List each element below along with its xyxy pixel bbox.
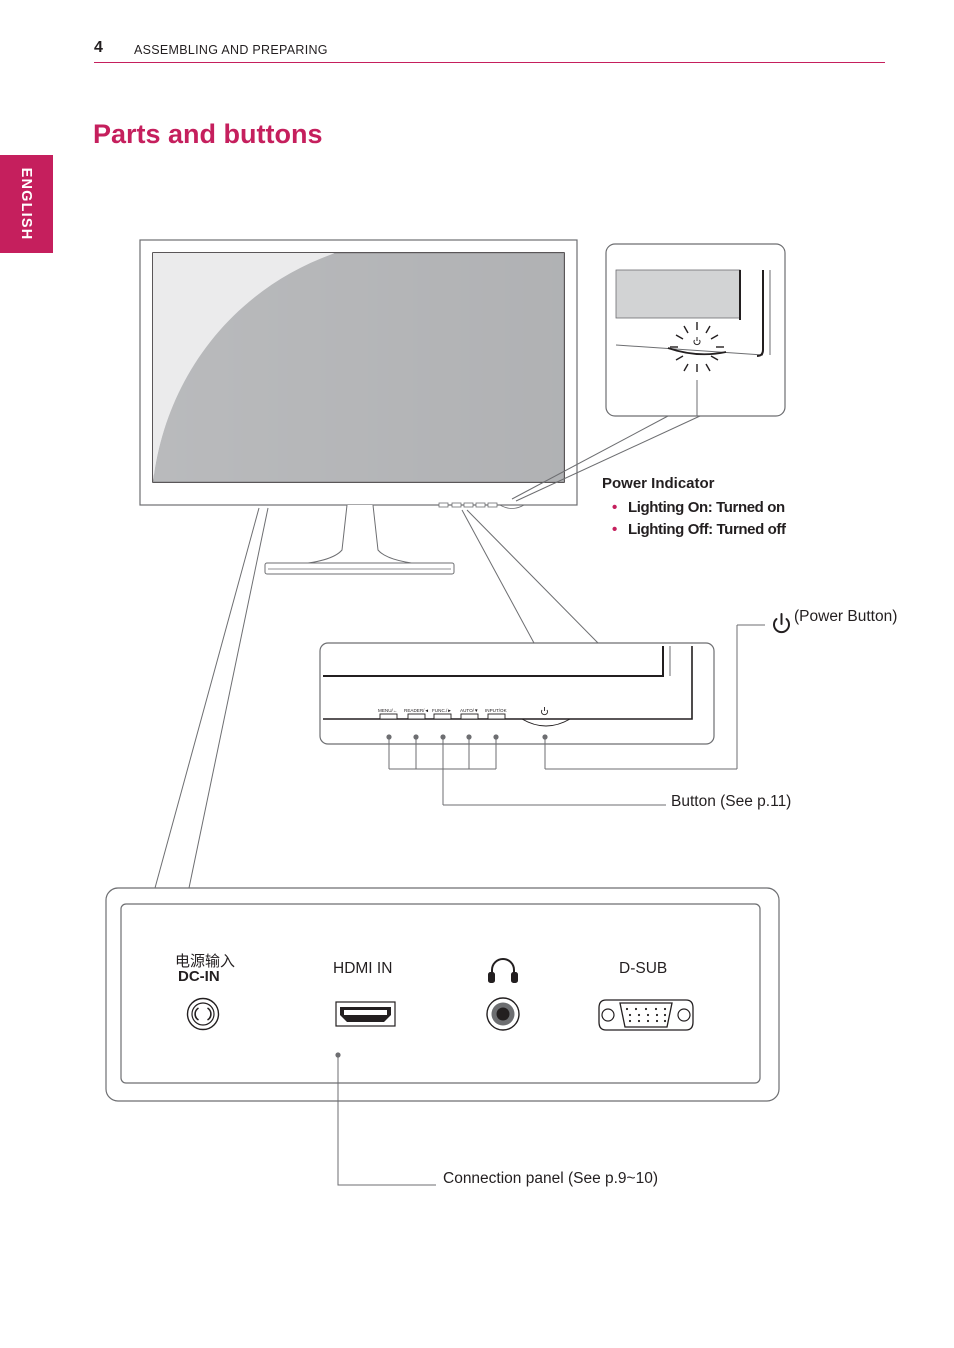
page-number: 4 xyxy=(94,39,103,56)
dsub-label: D-SUB xyxy=(619,960,668,977)
bullet-icon: • xyxy=(612,521,617,538)
list-item: • Lighting On: Turned on xyxy=(612,497,786,519)
list-item: • Lighting Off: Turned off xyxy=(612,519,786,541)
front-button-labels: MENU/← READER/◄ FUNC./► AUTO/▼ INPUT/OK xyxy=(378,708,508,713)
hdmi-port xyxy=(335,1001,396,1027)
monitor-front xyxy=(139,239,578,575)
power-indicator-title: Power Indicator xyxy=(602,475,715,492)
header-divider xyxy=(94,62,885,63)
power-indicator-icon xyxy=(693,337,701,346)
connection-panel-zoom xyxy=(105,507,780,1186)
page-title: Parts and buttons xyxy=(93,119,323,149)
list-item-text: Lighting Off: Turned off xyxy=(628,521,786,538)
button-panel-zoom xyxy=(319,509,765,806)
front-button-label: READER/◄ xyxy=(404,708,429,713)
power-button-label: (Power Button) xyxy=(794,608,898,625)
front-button-label: MENU/← xyxy=(378,708,397,713)
headphone-icon xyxy=(488,958,518,983)
power-icon xyxy=(773,613,790,634)
connection-panel-label: Connection panel (See p.9~10) xyxy=(443,1170,659,1187)
button-label: Button (See p.11) xyxy=(671,793,792,810)
dc-in-label: DC-IN xyxy=(178,968,220,985)
language-tab: ENGLISH xyxy=(0,155,53,253)
section-title: ASSEMBLING AND PREPARING xyxy=(134,43,328,57)
dc-in-cn-label: 电源输入 xyxy=(175,953,236,970)
front-button-label: INPUT/OK xyxy=(485,708,508,713)
front-button-label: FUNC./► xyxy=(432,708,452,713)
power-button-panel-icon xyxy=(541,707,548,716)
power-indicator-zoom xyxy=(605,243,786,417)
headphone-jack xyxy=(486,997,520,1031)
dc-in-port xyxy=(186,997,220,1031)
front-button-label: AUTO/▼ xyxy=(460,708,479,713)
dsub-port xyxy=(598,999,694,1031)
list-item-text: Lighting On: Turned on xyxy=(628,499,785,516)
power-indicator-list: • Lighting On: Turned on • Lighting Off: T… xyxy=(612,497,786,541)
bullet-icon: • xyxy=(612,499,617,516)
hdmi-label: HDMI IN xyxy=(333,960,393,977)
